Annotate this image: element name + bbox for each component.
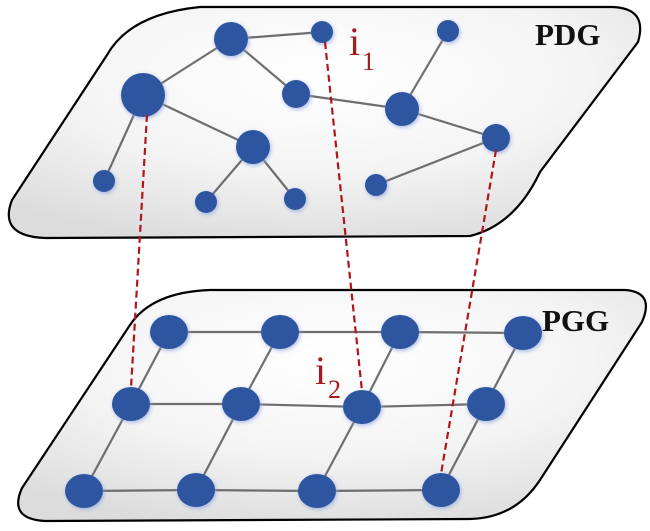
top-plane-pdg: PDG [7, 5, 642, 240]
mapping-line [323, 41, 364, 392]
pdg-edge [295, 92, 403, 111]
pgg-edge [399, 330, 524, 335]
node-label-i2: i 2 [315, 348, 341, 404]
pdg-node-e [437, 20, 459, 42]
pdg-node-i1 [311, 21, 333, 43]
i2-label-main: i [315, 348, 326, 393]
pdg-nodes [93, 20, 510, 213]
pgg-node-r1c2 [261, 315, 299, 349]
pgg-node-r1c1 [150, 315, 188, 349]
pdg-node-f [385, 92, 419, 126]
pgg-node-r3c4 [422, 473, 460, 507]
pdg-node-l [195, 191, 217, 213]
pgg-edge [240, 402, 363, 409]
pgg-edge [361, 402, 487, 409]
pdg-node-m [284, 188, 306, 210]
pgg-node-r3c1 [65, 474, 103, 508]
i1-label-subscript: 1 [362, 47, 375, 76]
pgg-node-r1c4 [504, 316, 542, 350]
bottom-plane-pgg: PGG [17, 288, 647, 523]
pdg-plane-shape [7, 5, 642, 240]
pdg-node-n [365, 174, 387, 196]
pdg-label: PDG [535, 17, 600, 52]
pgg-node-r3c3 [298, 474, 336, 508]
pgg-node-r1c3 [381, 315, 419, 349]
pdg-node-a [121, 73, 165, 117]
pgg-node-r2c2 [222, 387, 260, 421]
pgg-label: PGG [542, 303, 609, 338]
pdg-node-k [236, 130, 270, 164]
pgg-node-i2 [343, 390, 381, 424]
pgg-nodes [65, 315, 542, 508]
mapping-lines [129, 41, 498, 475]
pdg-node-b [214, 22, 248, 56]
pdg-node-d [282, 80, 310, 108]
pdg-node-h [93, 170, 115, 192]
node-label-i1: i 1 [349, 19, 375, 76]
pgg-edge [316, 488, 442, 493]
mapping-line [129, 114, 149, 389]
i2-label-subscript: 2 [328, 375, 341, 404]
pgg-edge [195, 488, 318, 493]
i1-label-main: i [349, 19, 360, 64]
pgg-node-r2c4 [467, 387, 505, 421]
pgg-node-r2c1 [112, 387, 150, 421]
pdg-edge [375, 136, 497, 187]
pgg-node-r3c2 [177, 473, 215, 507]
pdg-node-g [482, 124, 510, 152]
